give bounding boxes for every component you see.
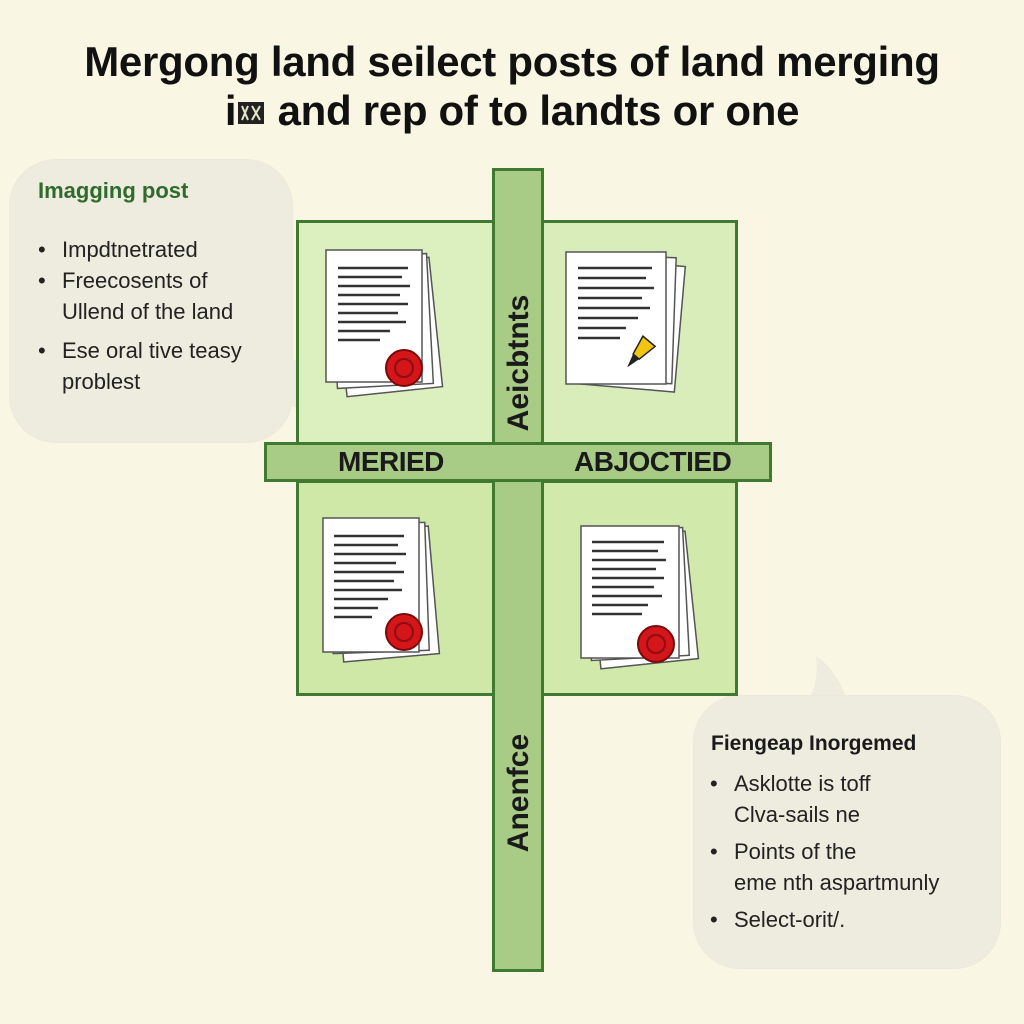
left-bubble-list: Impdtnetrated Freecosents of Ullend of t…	[32, 234, 282, 397]
title-prefix: i	[224, 87, 237, 134]
list-item: Asklotte is toff	[704, 768, 996, 799]
label-abjoctied: ABJOCTIED	[574, 446, 732, 477]
sealed-document-stack-icon	[580, 525, 700, 670]
left-bubble-tail	[270, 360, 355, 416]
diagram-title-line-2: i and rep of to landts or one	[0, 87, 1024, 135]
signed-document-stack-icon	[565, 251, 687, 393]
list-item: Select-orit/.	[704, 904, 996, 935]
sealed-document-stack-icon	[322, 517, 441, 663]
list-item: Freecosents of	[32, 265, 282, 296]
right-bubble-list: Asklotte is toff Clva-sails ne Points of…	[704, 768, 996, 935]
title-rest: and rep of to landts or one	[266, 87, 800, 134]
diagram-title-line-1: Mergong land seilect posts of land mergi…	[84, 38, 940, 85]
left-bubble-heading: Imagging post	[38, 178, 189, 203]
list-item: Points of the	[704, 836, 996, 867]
vertical-bar	[492, 168, 544, 972]
list-item-continuation: problest	[62, 369, 141, 394]
list-item-continuation: Clva-sails ne	[734, 802, 860, 827]
vertical-label-bottom: Anenfce	[502, 733, 535, 853]
right-bubble-heading: Fiengeap Inorgemed	[711, 732, 917, 755]
list-item: Ese oral tive teasy	[32, 335, 282, 366]
horizontal-bar	[264, 442, 772, 482]
vertical-label-top: Aeicbtnts	[502, 294, 535, 432]
list-item-continuation: eme nth aspartmunly	[734, 870, 940, 895]
right-speech-bubble: Fiengeap Inorgemed Asklotte is toff Clva…	[694, 696, 1000, 968]
list-item: Impdtnetrated	[32, 234, 282, 265]
label-meried: MERIED	[338, 446, 444, 477]
sealed-document-stack-icon	[325, 249, 444, 398]
list-item-continuation: Ullend of the land	[62, 299, 234, 324]
title-glyph-icon	[236, 87, 266, 134]
left-speech-bubble: Imagging post Impdtnetrated Freecosents …	[10, 160, 292, 442]
